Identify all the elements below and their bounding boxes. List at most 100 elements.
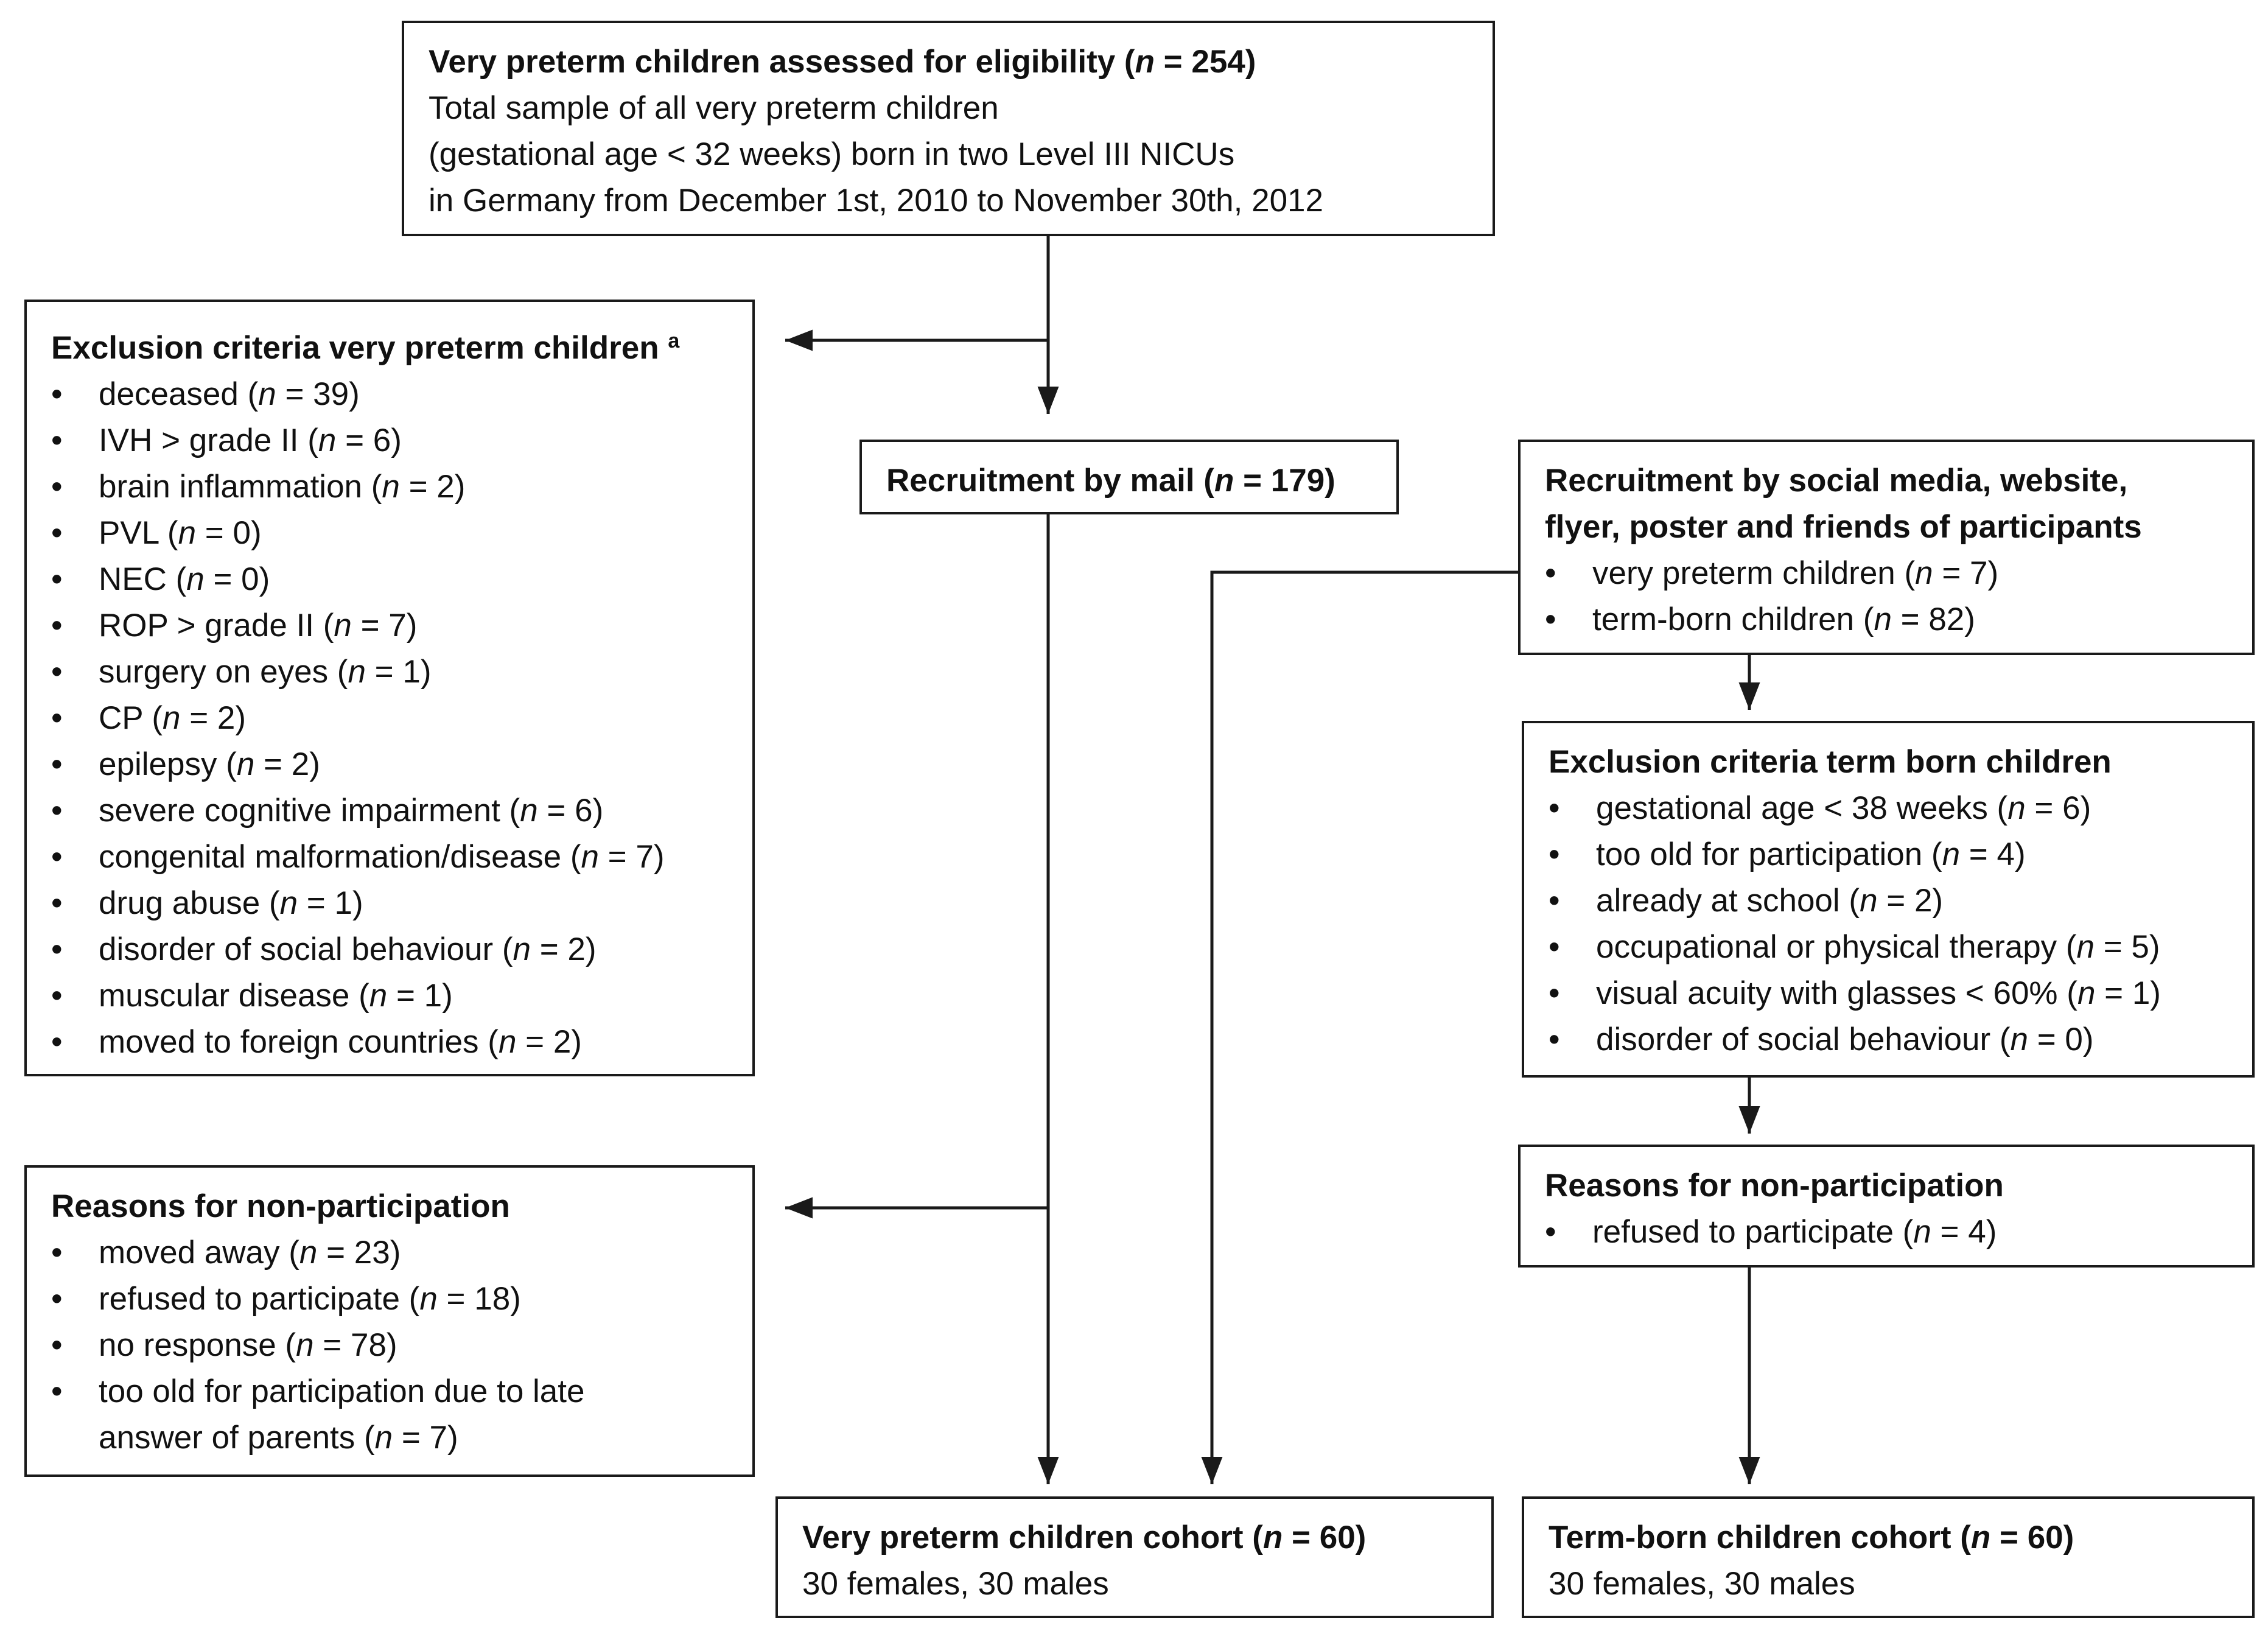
bullet-item: disorder of social behaviour (n = 0) — [1549, 1017, 2229, 1063]
nonpart-term-list: refused to participate (n = 4) — [1545, 1209, 2229, 1255]
bullet-item-count: = 2) — [254, 746, 320, 782]
nonpart-term-box: Reasons for non-participation refused to… — [1518, 1145, 2255, 1268]
bullet-item: PVL (n = 0) — [51, 510, 729, 556]
n-symbol: n — [236, 746, 255, 782]
bullet-item-text: moved away ( — [99, 1235, 299, 1271]
bullet-item: refused to participate (n = 18) — [51, 1276, 729, 1322]
nonpart-preterm-title: Reasons for non-participation — [51, 1188, 510, 1224]
n-symbol: n — [2076, 929, 2095, 965]
bullet-item: occupational or physical therapy (n = 5) — [1549, 924, 2229, 970]
bullet-item-text: congenital malformation/disease ( — [99, 839, 581, 875]
bullet-item-count: = 39) — [276, 376, 360, 412]
bullet-item-text: IVH > grade II ( — [99, 423, 318, 458]
bullet-item: deceased (n = 39) — [51, 371, 729, 418]
n-symbol: n — [369, 978, 388, 1014]
bullet-item: surgery on eyes (n = 1) — [51, 649, 729, 695]
nonpart-preterm-list: moved away (n = 23)refused to participat… — [51, 1230, 729, 1461]
bullet-item-count: = 7) — [1933, 555, 1999, 591]
bullet-item: disorder of social behaviour (n = 2) — [51, 927, 729, 973]
n-symbol: n — [2010, 1022, 2028, 1057]
bullet-item-text: brain inflammation ( — [99, 469, 382, 505]
recruit-mail-box: Recruitment by mail (n = 179) — [859, 440, 1399, 514]
bullet-item-text: moved to foreign countries ( — [99, 1024, 499, 1060]
bullet-item: NEC (n = 0) — [51, 556, 729, 603]
bullet-item-count: = 0) — [2028, 1022, 2094, 1057]
bullet-item: very preterm children (n = 7) — [1545, 550, 2229, 597]
bullet-item: IVH > grade II (n = 6) — [51, 418, 729, 464]
nonpart-preterm-box: Reasons for non-participation moved away… — [24, 1165, 755, 1477]
bullet-item: term-born children (n = 82) — [1545, 597, 2229, 643]
bullet-item-text: PVL ( — [99, 515, 178, 551]
bullet-item-count: = 4) — [1931, 1214, 1997, 1250]
cohort-term-sex: 30 females, 30 males — [1549, 1566, 1855, 1602]
bullet-item-text: NEC ( — [99, 561, 187, 597]
bullet-item-text: CP ( — [99, 700, 163, 736]
bullet-item-text: deceased ( — [99, 376, 259, 412]
bullet-item-text: too old for participation due to late — [99, 1373, 585, 1409]
bullet-item-count: = 82) — [1891, 601, 1975, 637]
recruit-social-title: flyer, poster and friends of participant… — [1545, 509, 2142, 545]
bullet-item: severe cognitive impairment (n = 6) — [51, 788, 729, 834]
cohort-preterm-box: Very preterm children cohort (n = 60) 30… — [775, 1496, 1494, 1618]
cohort-preterm-sex: 30 females, 30 males — [802, 1566, 1109, 1602]
n-symbol: n — [334, 608, 352, 643]
bullet-item: refused to participate (n = 4) — [1545, 1209, 2229, 1255]
bullet-item: moved away (n = 23) — [51, 1230, 729, 1276]
bullet-item-text: already at school ( — [1596, 883, 1860, 919]
bullet-item: brain inflammation (n = 2) — [51, 464, 729, 510]
bullet-item-count: = 7) — [598, 839, 665, 875]
n-symbol: n — [1913, 1214, 1931, 1250]
cohort-preterm-title: Very preterm children cohort (n = 60) — [802, 1520, 1367, 1555]
connector-social-to-cohort-preterm — [1201, 570, 1522, 1484]
bullet-item-text: no response ( — [99, 1327, 296, 1363]
bullet-item-count: = 2) — [180, 700, 247, 736]
bullet-item-text: surgery on eyes ( — [99, 654, 348, 690]
assessed-line: Total sample of all very preterm childre… — [429, 90, 999, 126]
n-symbol: n — [520, 793, 538, 829]
exclusion-preterm-list: deceased (n = 39)IVH > grade II (n = 6)b… — [51, 371, 729, 1065]
n-symbol: n — [1860, 883, 1878, 919]
n-symbol: n — [581, 839, 599, 875]
exclusion-term-list: gestational age < 38 weeks (n = 6)too ol… — [1549, 785, 2229, 1063]
n-symbol: n — [382, 469, 400, 505]
exclusion-preterm-box: Exclusion criteria very preterm children… — [24, 300, 755, 1076]
bullet-item-count: = 6) — [336, 423, 402, 458]
bullet-item-count: = 5) — [2095, 929, 2160, 965]
assessed-line: (gestational age < 32 weeks) born in two… — [429, 136, 1235, 172]
bullet-item-text: very preterm children ( — [1592, 555, 1916, 591]
bullet-item-text: visual acuity with glasses < 60% ( — [1596, 975, 2077, 1011]
n-symbol: n — [279, 885, 298, 921]
bullet-item-text: occupational or physical therapy ( — [1596, 929, 2077, 965]
footnote-mark: a — [668, 329, 680, 352]
bullet-item-text: ROP > grade II ( — [99, 608, 334, 643]
recruit-social-list: very preterm children (n = 7)term-born c… — [1545, 550, 2229, 643]
exclusion-term-box: Exclusion criteria term born children ge… — [1522, 721, 2255, 1078]
bullet-item-count: = 1) — [387, 978, 453, 1014]
bullet-item-count: = 4) — [1960, 836, 2026, 872]
recruit-social-title: Recruitment by social media, website, — [1545, 463, 2128, 499]
bullet-item-text: answer of parents (n = 7) — [99, 1420, 458, 1456]
bullet-item-count: = 2) — [399, 469, 466, 505]
n-symbol: n — [1915, 555, 1933, 591]
n-symbol: n — [258, 376, 276, 412]
bullet-item-text: gestational age < 38 weeks ( — [1596, 790, 2008, 826]
bullet-item-count: = 0) — [196, 515, 262, 551]
bullet-item-text: disorder of social behaviour ( — [99, 931, 513, 967]
bullet-item-count: = 23) — [317, 1235, 401, 1271]
cohort-term-box: Term-born children cohort (n = 60) 30 fe… — [1522, 1496, 2255, 1618]
nonpart-term-title: Reasons for non-participation — [1545, 1168, 2004, 1204]
n-symbol: n — [178, 515, 197, 551]
bullet-item-count: = 2) — [531, 931, 597, 967]
bullet-item-count: = 6) — [2025, 790, 2091, 826]
bullet-item-text: drug abuse ( — [99, 885, 280, 921]
bullet-item: ROP > grade II (n = 7) — [51, 603, 729, 649]
bullet-item: muscular disease (n = 1) — [51, 973, 729, 1019]
bullet-item-count: = 0) — [204, 561, 270, 597]
bullet-item-text: disorder of social behaviour ( — [1596, 1022, 2011, 1057]
n-symbol: n — [2007, 790, 2026, 826]
bullet-item-count: = 1) — [365, 654, 432, 690]
bullet-item: epilepsy (n = 2) — [51, 742, 729, 788]
n-symbol: n — [296, 1327, 314, 1363]
